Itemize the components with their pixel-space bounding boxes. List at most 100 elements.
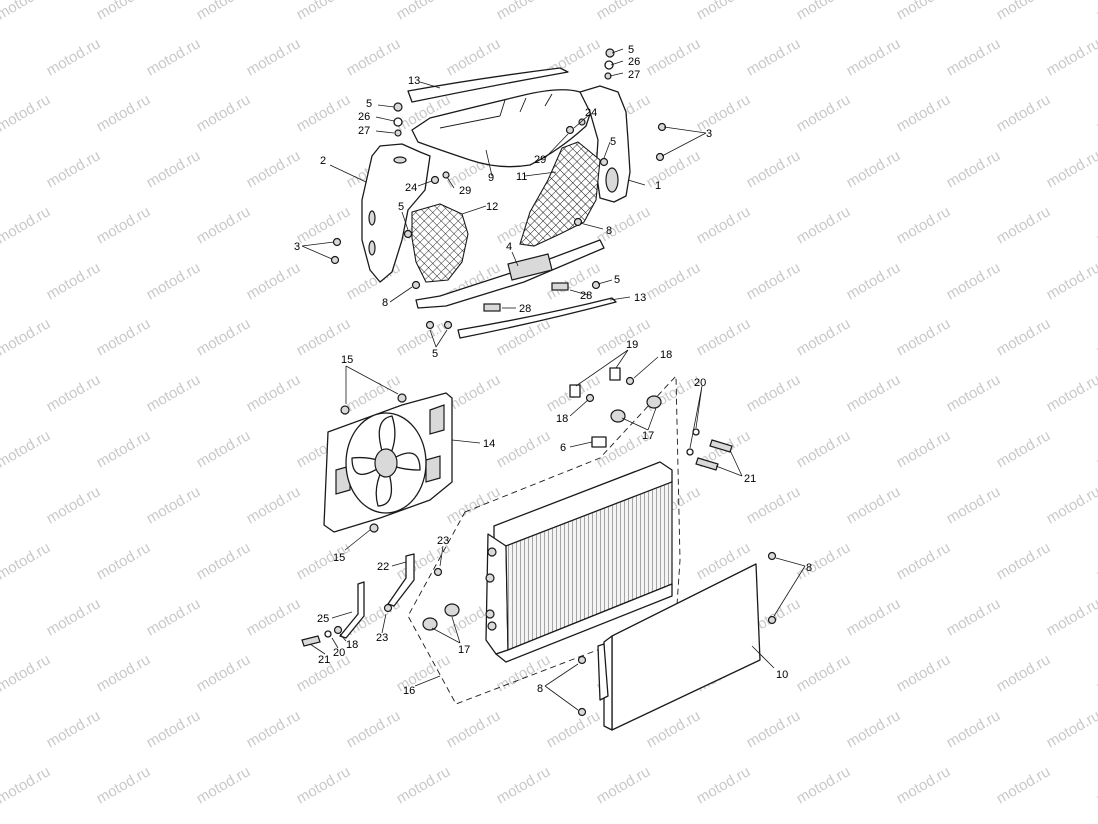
- part-18-bolt-a: [585, 393, 595, 403]
- watermark-text: motod.ru: [0, 651, 53, 695]
- watermark-text: motod.ru: [0, 203, 53, 247]
- watermark-text: motod.ru: [944, 147, 1004, 191]
- watermark-text: motod.ru: [1044, 147, 1098, 191]
- part-14-shroud-inner-pad-b: [429, 404, 445, 435]
- watermark-text: motod.ru: [794, 315, 854, 359]
- watermark-text: motod.ru: [244, 707, 304, 751]
- watermark-text: motod.ru: [644, 35, 704, 79]
- callout-18: 18: [346, 639, 358, 651]
- watermark-text: motod.ru: [794, 651, 854, 695]
- watermark-text: motod.ru: [944, 259, 1004, 303]
- watermark-text: motod.ru: [1044, 259, 1098, 303]
- watermark-text: motod.ru: [344, 707, 404, 751]
- watermark-text: motod.ru: [44, 35, 104, 79]
- radiator-fitting-a: [487, 547, 497, 557]
- watermark-text: motod.ru: [0, 91, 53, 135]
- callout-23: 23: [376, 632, 388, 644]
- callout-labels: 5 26 27 13 5 26 27 24 3 5 29 2 9 11 1 24…: [294, 44, 812, 697]
- callout-11: 11: [516, 171, 527, 183]
- watermark-text: motod.ru: [194, 427, 254, 471]
- watermark-text: motod.ru: [1094, 651, 1098, 695]
- watermark-text: motod.ru: [94, 315, 154, 359]
- watermark-text: motod.ru: [244, 259, 304, 303]
- callout-22: 22: [377, 561, 389, 573]
- watermark-text: motod.ru: [444, 35, 504, 79]
- watermark-text: motod.ru: [444, 819, 504, 824]
- watermark-text: motod.ru: [0, 819, 3, 824]
- watermark-text: motod.ru: [1044, 819, 1098, 824]
- watermark-text: motod.ru: [94, 763, 154, 807]
- watermark-text: motod.ru: [894, 539, 954, 583]
- part-8-screw-b: [767, 615, 777, 625]
- watermark-text: motod.ru: [694, 203, 754, 247]
- watermark-text: motod.ru: [144, 371, 204, 415]
- watermark-text: motod.ru: [944, 819, 1004, 824]
- callout-6: 6: [560, 442, 566, 454]
- part-6-filler-cap: [591, 436, 607, 448]
- radiator-fitting-c: [485, 609, 495, 619]
- watermark-text: motod.ru: [594, 203, 654, 247]
- watermark-text: motod.ru: [294, 315, 354, 359]
- part-28-clip-b: [551, 282, 569, 291]
- part-18-bolt-b: [625, 376, 635, 386]
- part-13-upper-trim-strip: [407, 67, 569, 103]
- part-8-screw-a: [767, 551, 777, 561]
- fan-hub: [374, 448, 398, 478]
- radiator-fitting-d: [487, 621, 497, 631]
- callout-3: 3: [706, 128, 712, 140]
- callout-14: 14: [483, 438, 495, 450]
- watermark-text: motod.ru: [794, 91, 854, 135]
- watermark-text: motod.ru: [94, 427, 154, 471]
- watermark-text: motod.ru: [0, 763, 53, 807]
- watermark-text: motod.ru: [894, 651, 954, 695]
- watermark-text: motod.ru: [144, 147, 204, 191]
- part-17-mount-b: [646, 395, 662, 409]
- watermark-text: motod.ru: [844, 707, 904, 751]
- callout-28: 28: [519, 303, 531, 315]
- part-8-screw-c: [577, 655, 587, 665]
- part-20-washer-b: [686, 448, 694, 456]
- part-25-bracket: [339, 581, 365, 639]
- watermark-text: motod.ru: [1044, 371, 1098, 415]
- watermark-text: motod.ru: [694, 0, 754, 23]
- part-2-slot-a: [368, 210, 376, 226]
- watermark-text: motod.ru: [844, 35, 904, 79]
- watermark-text: motod.ru: [994, 203, 1054, 247]
- watermark-text: motod.ru: [644, 707, 704, 751]
- watermark-text: motod.ru: [894, 0, 954, 23]
- callout-21: 21: [318, 654, 330, 666]
- watermark-text: motod.ru: [594, 0, 654, 23]
- part-2-left-side-shroud: [361, 143, 431, 283]
- watermark-text: motod.ru: [844, 147, 904, 191]
- watermark-text: motod.ru: [0, 0, 53, 23]
- callout-8: 8: [806, 562, 812, 574]
- watermark-text: motod.ru: [0, 315, 53, 359]
- watermark-text: motod.ru: [844, 483, 904, 527]
- watermark-text: motod.ru: [194, 91, 254, 135]
- watermark-text: motod.ru: [344, 35, 404, 79]
- callout-4: 4: [506, 241, 512, 253]
- callout-10: 10: [776, 669, 788, 681]
- watermark-text: motod.ru: [994, 315, 1054, 359]
- callout-28: 28: [580, 290, 592, 302]
- part-21-bolt-b: [695, 457, 719, 471]
- watermark-text: motod.ru: [394, 0, 454, 23]
- watermark-text: motod.ru: [644, 147, 704, 191]
- watermark-text: motod.ru: [144, 819, 204, 824]
- watermark-text: motod.ru: [94, 651, 154, 695]
- part-22-bracket: [387, 553, 415, 607]
- watermark-text: motod.ru: [994, 539, 1054, 583]
- watermark-text: motod.ru: [0, 595, 3, 639]
- watermark-text: motod.ru: [1044, 35, 1098, 79]
- watermark-text: motod.ru: [994, 91, 1054, 135]
- watermark-text: motod.ru: [544, 707, 604, 751]
- callout-5: 5: [628, 44, 634, 56]
- watermark-text: motod.ru: [944, 707, 1004, 751]
- watermark-text: motod.ru: [1044, 483, 1098, 527]
- part-1-slot: [605, 167, 619, 193]
- watermark-text: motod.ru: [794, 427, 854, 471]
- watermark-text: motod.ru: [294, 0, 354, 23]
- watermark-text: motod.ru: [744, 35, 804, 79]
- callout-3: 3: [294, 241, 300, 253]
